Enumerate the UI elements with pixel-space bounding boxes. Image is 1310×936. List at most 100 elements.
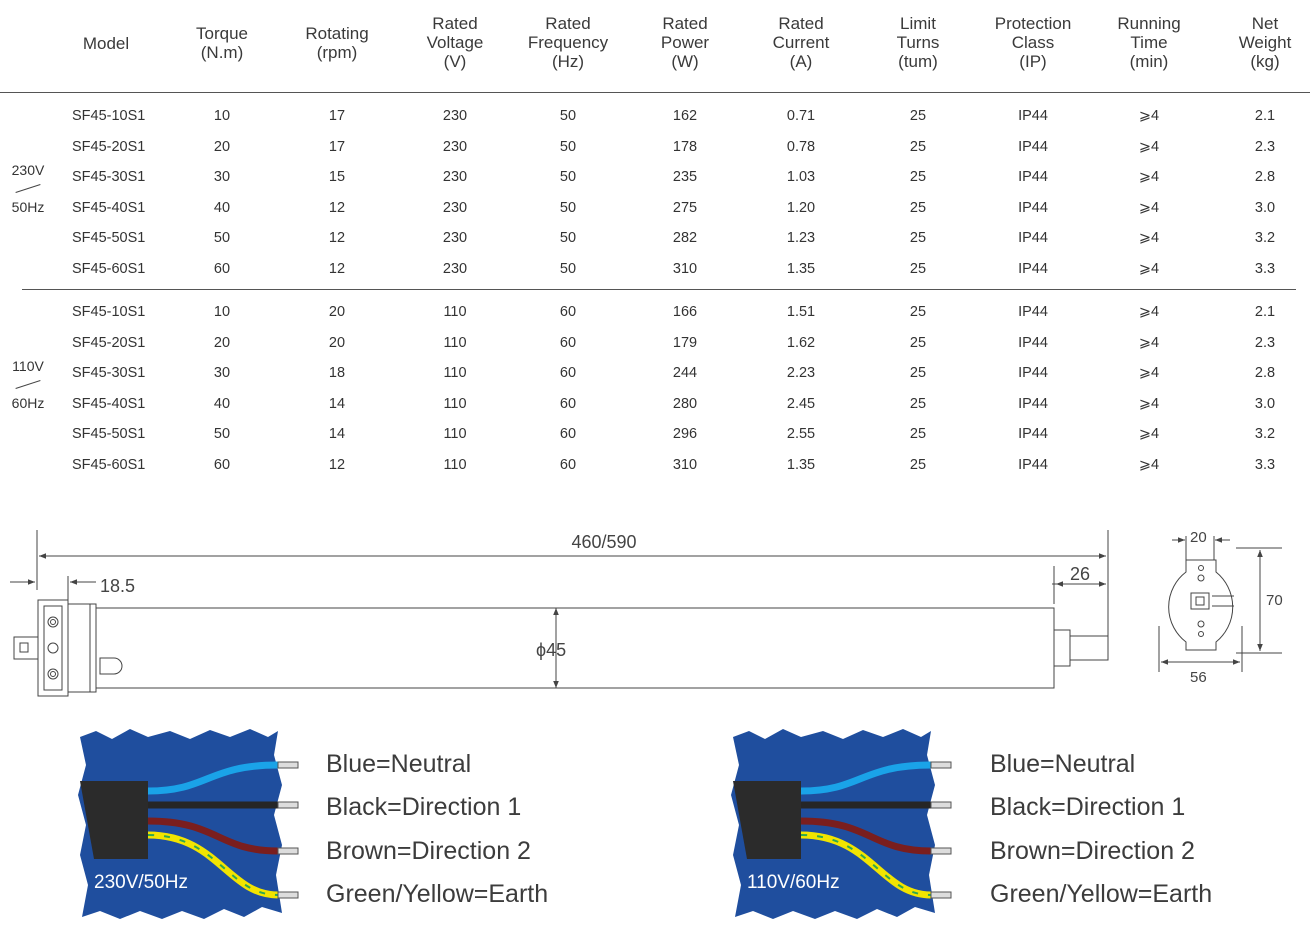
table-cell: 50 bbox=[559, 261, 577, 277]
table-cell: 235 bbox=[672, 169, 698, 186]
table-cell: 25 bbox=[909, 457, 927, 473]
table-cell: 25 bbox=[909, 304, 927, 320]
table-cell: 2.1 bbox=[1254, 304, 1276, 320]
model-cell: SF45-30S1 bbox=[72, 365, 146, 382]
wire-legend-item: Green/Yellow=Earth bbox=[326, 880, 549, 908]
table-cell: 10 bbox=[213, 108, 231, 124]
table-cell: 1.23 bbox=[786, 230, 816, 247]
table-cell: 110 bbox=[443, 334, 467, 351]
table-cell: 25 bbox=[909, 169, 927, 186]
cable-stub bbox=[733, 781, 801, 859]
table-cell: 30 bbox=[213, 169, 231, 186]
table-cell: IP44 bbox=[1018, 108, 1048, 124]
table-cell: ⩾4 bbox=[1138, 199, 1160, 216]
table-cell: 110 bbox=[443, 426, 467, 443]
table-cell: 1.20 bbox=[786, 199, 816, 216]
wiring-diagram bbox=[78, 729, 299, 919]
table-cell: IP44 bbox=[1018, 261, 1048, 277]
overall-length-label: 460/590 bbox=[571, 532, 636, 552]
table-cell: 2.3 bbox=[1254, 334, 1276, 351]
wire-legend-item: Black=Direction 1 bbox=[326, 793, 522, 821]
table-cell: IP44 bbox=[1018, 169, 1048, 186]
table-cell: 280 bbox=[672, 395, 698, 412]
wire-legend-item: Green/Yellow=Earth bbox=[990, 880, 1213, 908]
group-slash bbox=[15, 380, 41, 389]
cable-stub bbox=[80, 781, 148, 859]
wire-legend-item: Blue=Neutral bbox=[990, 750, 1136, 778]
wiring-voltage-label: 230V/50Hz bbox=[94, 872, 189, 893]
table-cell: 110 bbox=[443, 457, 467, 473]
table-cell: 30 bbox=[213, 365, 231, 382]
table-cell: 60 bbox=[559, 365, 577, 382]
table-cell: 25 bbox=[909, 199, 927, 216]
model-cell: SF45-50S1 bbox=[72, 426, 146, 443]
blue-wire bbox=[800, 761, 932, 795]
table-cell: 25 bbox=[909, 395, 927, 412]
table-cell: 15 bbox=[328, 169, 346, 186]
table-cell: ⩾4 bbox=[1138, 108, 1160, 124]
model-cell: SF45-10S1 bbox=[72, 304, 146, 320]
model-cell: SF45-20S1 bbox=[72, 334, 146, 351]
table-cell: 110 bbox=[443, 365, 467, 382]
table-cell: 1.35 bbox=[786, 261, 816, 277]
table-cell: ⩾4 bbox=[1138, 395, 1160, 412]
table-cell: 230 bbox=[442, 138, 468, 155]
group-frequency: 60Hz bbox=[11, 395, 45, 411]
table-cell: 60 bbox=[559, 304, 577, 320]
table-cell: 162 bbox=[672, 108, 698, 124]
table-cell: 60 bbox=[213, 457, 231, 473]
table-cell: 166 bbox=[672, 304, 698, 320]
table-cell: 25 bbox=[909, 230, 927, 247]
table-cell: 25 bbox=[909, 334, 927, 351]
table-cell: IP44 bbox=[1018, 395, 1048, 412]
table-cell: 50 bbox=[559, 138, 577, 155]
table-cell: 0.71 bbox=[786, 108, 816, 124]
table-cell: 296 bbox=[672, 426, 698, 443]
table-cell: 2.8 bbox=[1254, 169, 1276, 186]
wire-tips bbox=[277, 761, 299, 899]
table-cell: 230 bbox=[442, 108, 468, 124]
group-frequency: 50Hz bbox=[11, 199, 45, 215]
table-cell: IP44 bbox=[1018, 365, 1048, 382]
table-cell: 60 bbox=[213, 261, 231, 277]
bracket-height-label: 70 bbox=[1266, 592, 1283, 609]
table-cell: 50 bbox=[559, 108, 577, 124]
column-header: Model bbox=[82, 34, 130, 53]
table-cell: 60 bbox=[559, 395, 577, 412]
table-cell: IP44 bbox=[1018, 138, 1048, 155]
table-cell: 1.62 bbox=[786, 334, 816, 351]
model-cell: SF45-50S1 bbox=[72, 230, 146, 247]
table-cell: ⩾4 bbox=[1138, 261, 1160, 277]
table-cell: 60 bbox=[559, 457, 577, 473]
table-cell: 50 bbox=[559, 199, 577, 216]
head-offset-label: 18.5 bbox=[100, 576, 135, 596]
column-header: Rated Frequency (Hz) bbox=[527, 14, 609, 71]
table-cell: 0.78 bbox=[786, 138, 816, 155]
earth-wire-stripe bbox=[147, 834, 279, 896]
table-cell: 50 bbox=[559, 169, 577, 186]
column-header: Rated Current (A) bbox=[772, 14, 830, 71]
brown-wire bbox=[800, 817, 932, 855]
table-cell: 310 bbox=[672, 457, 698, 473]
table-cell: 230 bbox=[442, 169, 468, 186]
table-cell: ⩾4 bbox=[1138, 304, 1160, 320]
bracket-base-label: 56 bbox=[1190, 669, 1207, 686]
table-cell: ⩾4 bbox=[1138, 426, 1160, 443]
column-header: Torque (N.m) bbox=[196, 24, 248, 62]
column-header: Limit Turns (tum) bbox=[896, 14, 940, 71]
table-cell: 230 bbox=[442, 199, 468, 216]
table-cell: ⩾4 bbox=[1138, 334, 1160, 351]
model-cell: SF45-40S1 bbox=[72, 395, 146, 412]
motor-dimension-drawing: 460/590 18.5 26 ϕ45 20 70 56 bbox=[10, 529, 1283, 697]
table-cell: 60 bbox=[559, 426, 577, 443]
table-cell: 1.51 bbox=[786, 304, 816, 320]
table-cell: 275 bbox=[672, 199, 698, 216]
table-cell: 25 bbox=[909, 138, 927, 155]
table-cell: ⩾4 bbox=[1138, 457, 1160, 473]
table-cell: ⩾4 bbox=[1138, 138, 1160, 155]
group-divider bbox=[22, 289, 1296, 290]
table-cell: 40 bbox=[213, 199, 231, 216]
table-cell: IP44 bbox=[1018, 199, 1048, 216]
